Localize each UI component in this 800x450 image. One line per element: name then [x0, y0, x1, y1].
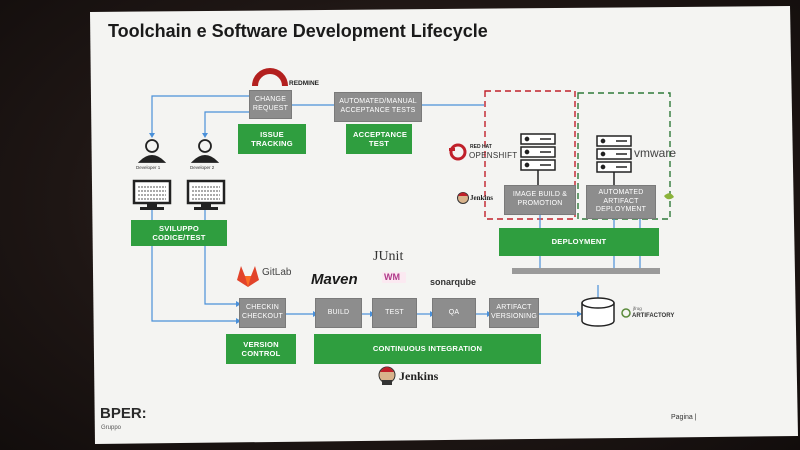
- line-change-to-dev1: [151, 95, 249, 133]
- small-plugin-logo-icon: [664, 193, 674, 200]
- sonarqube-logo-text: sonarqube: [430, 277, 477, 287]
- slide-title: Toolchain e Software Development Lifecyc…: [108, 21, 488, 41]
- artifact-versioning-label: ARTIFACT VERSIONING: [491, 304, 537, 320]
- footer-page-label: Pagina |: [671, 414, 697, 421]
- deployment-box: DEPLOYMENT: [499, 228, 659, 256]
- openshift-logo-text: OPENSHIFT: [469, 151, 518, 160]
- checkin-checkout-box: CHECKIN CHECKOUT: [239, 298, 286, 328]
- footer-brand-sub: Gruppo: [101, 425, 122, 431]
- acceptance-tests-box: AUTOMATED/MANUAL ACCEPTANCE TESTS: [334, 92, 422, 122]
- wm-logo-text: WM: [384, 272, 400, 282]
- jenkins-small-logo-icon: [457, 192, 469, 204]
- continuous-integration-box: CONTINUOUS INTEGRATION: [314, 334, 541, 364]
- openshift-dashed-frame: [484, 90, 576, 220]
- deployment-label: DEPLOYMENT: [551, 237, 607, 247]
- gitlab-logo-text: GitLab: [262, 267, 292, 278]
- test-label: TEST: [385, 308, 404, 316]
- vmware-server-icon: [596, 135, 632, 186]
- wm-logo-icon: [382, 272, 406, 283]
- acceptance-test-box: ACCEPTANCE TEST: [346, 124, 412, 154]
- issue-tracking-box: ISSUE TRACKING: [238, 124, 306, 154]
- openshift-red-hat-text: RED HAT: [470, 144, 492, 150]
- artifact-versioning-box: ARTIFACT VERSIONING: [489, 298, 539, 328]
- change-request-label: CHANGE REQUEST: [252, 95, 289, 112]
- change-request-box: CHANGE REQUEST: [249, 90, 292, 119]
- image-build-box: IMAGE BUILD & PROMOTION: [504, 185, 576, 215]
- artifact-repository-icon: [581, 297, 631, 327]
- automated-deploy-label: AUTOMATED ARTIFACT DEPLOYMENT: [595, 188, 647, 214]
- version-control-label: VERSION CONTROL: [241, 339, 281, 358]
- redmine-logo-icon: [252, 68, 288, 87]
- developer-1-label: Developer 1: [136, 165, 161, 170]
- openshift-logo-icon: [449, 143, 467, 161]
- build-label: BUILD: [327, 308, 350, 316]
- automated-deploy-box: AUTOMATED ARTIFACT DEPLOYMENT: [586, 185, 656, 219]
- platform-strip: [512, 268, 660, 274]
- redmine-logo-text: REDMINE: [289, 80, 319, 87]
- jenkins-main-logo-text: Jenkins: [399, 369, 439, 383]
- acceptance-test-label: ACCEPTANCE TEST: [353, 129, 408, 148]
- build-box: BUILD: [315, 298, 362, 328]
- junit-logo-text: JUnit: [373, 249, 404, 264]
- developer-2-icon: [190, 139, 220, 163]
- sviluppo-box: SVILUPPO CODICE/TEST: [131, 220, 227, 246]
- openshift-server-icon: [520, 133, 556, 186]
- developer-1-icon: [137, 139, 167, 163]
- line-change-to-dev2: [204, 111, 249, 133]
- jenkins-small-logo-text: Jenkins: [470, 194, 493, 202]
- vmware-logo-text: vmware: [634, 146, 677, 160]
- vmware-dashed-frame: [577, 92, 671, 220]
- sviluppo-label: SVILUPPO CODICE/TEST: [152, 223, 206, 242]
- jenkins-main-logo-icon: [378, 366, 396, 385]
- monitor-1-icon: [132, 179, 172, 210]
- maven-logo-text: Maven: [311, 271, 358, 288]
- line-dev1-to-checkin: [151, 210, 236, 322]
- monitor-2-icon: [186, 179, 226, 210]
- issue-tracking-label: ISSUE TRACKING: [251, 129, 293, 148]
- continuous-integration-label: CONTINUOUS INTEGRATION: [372, 344, 483, 354]
- acceptance-tests-label: AUTOMATED/MANUAL ACCEPTANCE TESTS: [339, 98, 417, 114]
- image-build-label: IMAGE BUILD & PROMOTION: [512, 191, 568, 207]
- artifactory-logo-text: ARTIFACTORY: [632, 313, 675, 319]
- qa-box: QA: [432, 298, 476, 328]
- test-box: TEST: [372, 298, 417, 328]
- jfrog-logo-text: jfrog: [633, 306, 642, 311]
- qa-label: QA: [448, 308, 460, 316]
- version-control-box: VERSION CONTROL: [226, 334, 296, 364]
- footer-brand-logo: BPER:: [100, 405, 147, 422]
- gitlab-logo-icon: [237, 266, 259, 287]
- checkin-checkout-label: CHECKIN CHECKOUT: [242, 304, 283, 320]
- developer-2-label: Developer 2: [190, 165, 215, 170]
